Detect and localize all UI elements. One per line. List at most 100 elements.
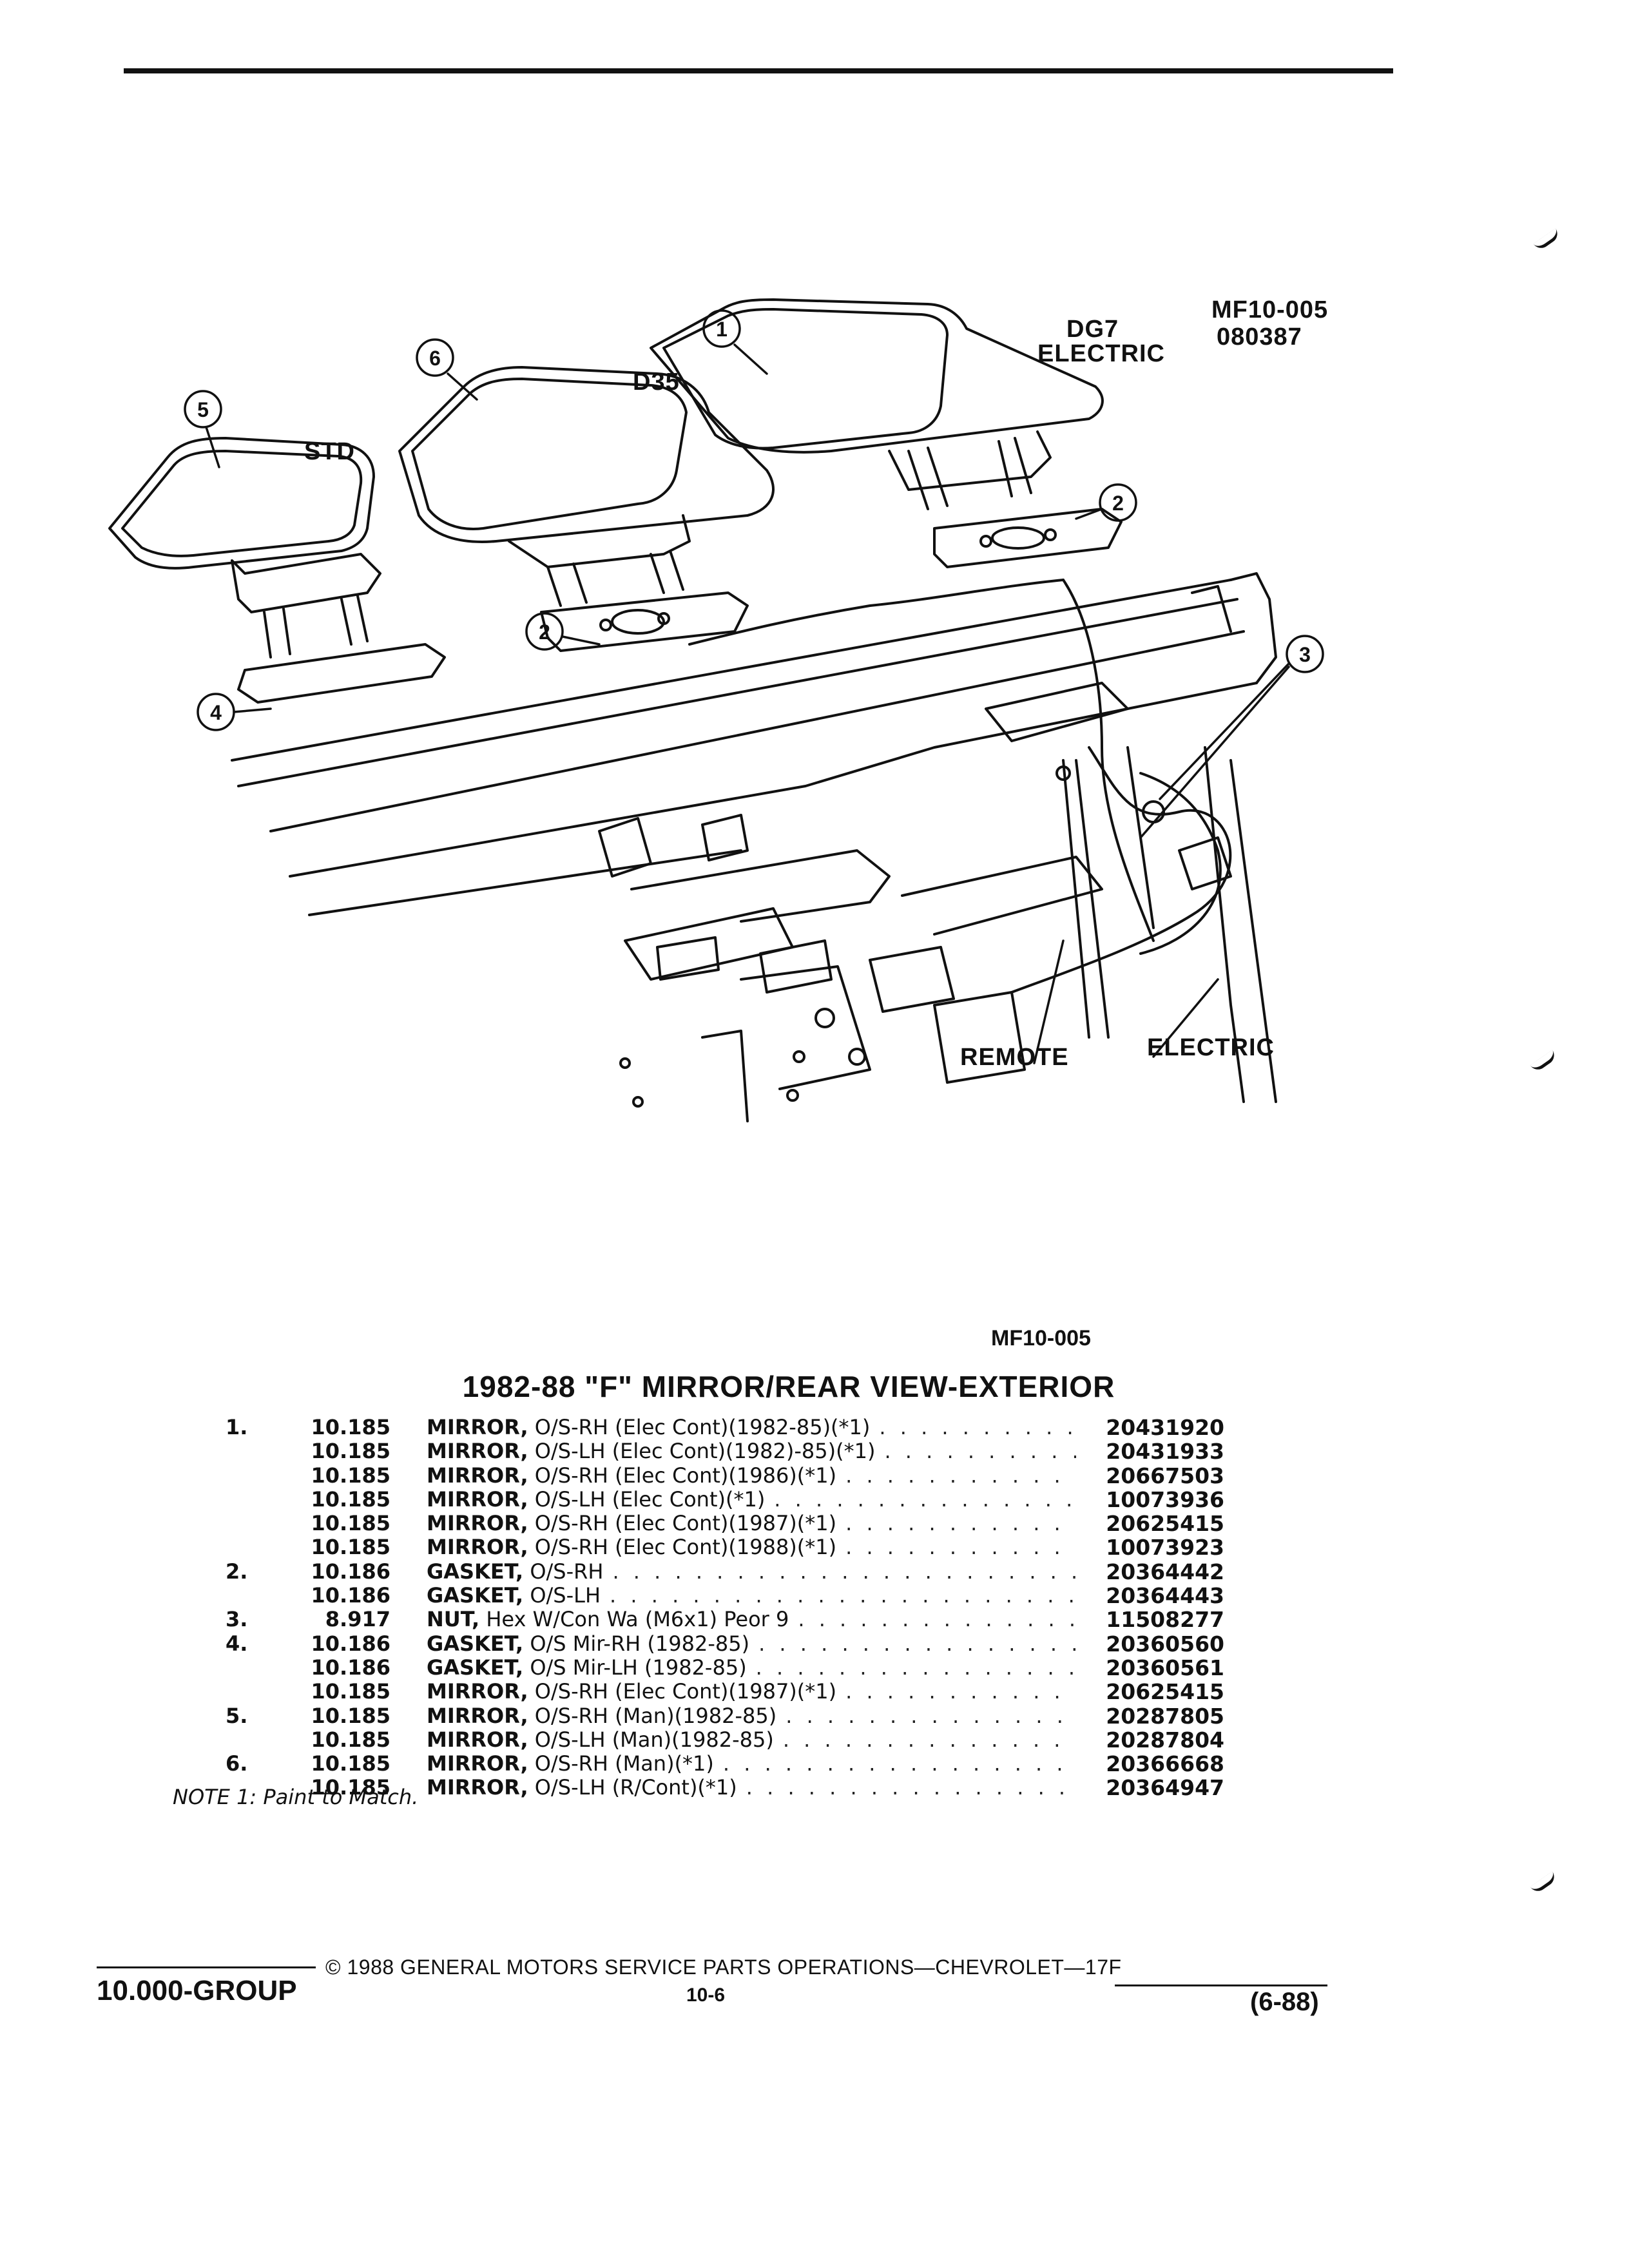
- group-number: 10.186: [311, 1583, 390, 1608]
- part-detail: O/S-LH (R/Cont)(*1): [528, 1776, 737, 1800]
- part-detail: O/S-RH (Elec Cont)(1987)(*1): [528, 1680, 837, 1704]
- label-electric-bottom: ELECTRIC: [1147, 1034, 1275, 1061]
- group-number: 10.186: [311, 1655, 390, 1680]
- part-detail: O/S-RH (Man)(*1): [528, 1752, 714, 1776]
- leader-dots: . . . . . . . . . . . . . . . . . . . . …: [786, 1704, 1076, 1728]
- group-number: 8.917: [325, 1607, 390, 1632]
- label-dg7: DG7: [1066, 316, 1119, 343]
- part-description: GASKET, O/S Mir-LH (1982-85) . . . . . .…: [427, 1656, 1076, 1680]
- cable-harness: [688, 579, 1232, 994]
- part-name: MIRROR,: [427, 1776, 528, 1800]
- callout-numbers: 1 6 5 2 2 3 4: [197, 318, 1311, 724]
- mirror-assembly-drawing: 1 6 5 2 2 3 4: [108, 298, 1324, 1122]
- footer-copyright: © 1988 GENERAL MOTORS SERVICE PARTS OPER…: [325, 1956, 1122, 1979]
- label-remote: REMOTE: [960, 1044, 1069, 1071]
- part-description: MIRROR, O/S-LH (Man)(1982-85) . . . . . …: [427, 1728, 1076, 1752]
- label-electric-top: ELECTRIC: [1037, 340, 1165, 367]
- part-name: MIRROR,: [427, 1463, 528, 1488]
- svg-text:6: 6: [429, 347, 441, 370]
- leader-dots: . . . . . . . . . . . . . . . . . . . . …: [610, 1584, 1076, 1608]
- label-d35: D35: [633, 369, 680, 396]
- part-number: 20625415: [1106, 1679, 1224, 1705]
- part-number: 20364947: [1106, 1775, 1224, 1801]
- label-std: STD: [304, 438, 355, 465]
- parts-row: 10.185 MIRROR, O/S-LH (Man)(1982-85) . . …: [180, 1727, 1224, 1752]
- part-description: MIRROR, O/S-LH (R/Cont)(*1) . . . . . . …: [427, 1776, 1076, 1800]
- part-detail: O/S-LH (Elec Cont)(*1): [528, 1487, 766, 1512]
- parts-diagram: 1 6 5 2 2 3 4 STD D35 DG7 ELECTRIC MF10-…: [97, 296, 1340, 1147]
- part-description: MIRROR, O/S-RH (Elec Cont)(1987)(*1) . .…: [427, 1512, 1076, 1535]
- leader-dots: . . . . . . . . . . . . . . . . . . . . …: [782, 1727, 1076, 1752]
- part-detail: O/S-LH: [523, 1584, 601, 1608]
- part-number: 20431933: [1106, 1439, 1224, 1465]
- item-number: 2.: [226, 1559, 248, 1584]
- part-number: 20625415: [1106, 1511, 1224, 1537]
- part-name: MIRROR,: [427, 1487, 528, 1512]
- part-detail: O/S-LH (Man)(1982-85): [528, 1727, 774, 1752]
- leader-dots: . . . . . . . . . . . . . . . . . . . . …: [845, 1535, 1076, 1560]
- group-number: 10.185: [311, 1703, 390, 1728]
- footer-date: (6-88): [1250, 1988, 1319, 2016]
- diagram-ref-code: MF10-005: [1211, 296, 1329, 323]
- footer-rule-right: [1115, 1984, 1327, 1986]
- part-number: 20360560: [1106, 1631, 1224, 1657]
- part-description: GASKET, O/S-LH . . . . . . . . . . . . .…: [427, 1584, 1076, 1608]
- leader-dots: . . . . . . . . . . . . . . . . . . . . …: [612, 1559, 1076, 1584]
- group-number: 10.185: [311, 1751, 390, 1776]
- part-number: 20431920: [1106, 1415, 1224, 1440]
- leader-dots: . . . . . . . . . . . . . . . . . . . . …: [845, 1463, 1076, 1488]
- item-number: 5.: [226, 1703, 248, 1728]
- svg-text:4: 4: [210, 701, 222, 724]
- part-description: NUT, Hex W/Con Wa (M6x1) Peor 9 . . . . …: [427, 1608, 1076, 1631]
- item-number: 6.: [226, 1751, 248, 1776]
- group-number: 10.185: [311, 1727, 390, 1752]
- svg-text:3: 3: [1299, 643, 1311, 666]
- leader-dots: . . . . . . . . . . . . . . . . . . . . …: [755, 1655, 1076, 1680]
- part-number: 20364442: [1106, 1559, 1224, 1584]
- part-name: GASKET,: [427, 1631, 524, 1656]
- margin-mark: [1530, 1050, 1558, 1073]
- part-name: GASKET,: [427, 1559, 524, 1584]
- part-number: 20287805: [1106, 1703, 1224, 1729]
- footer-rule-left: [97, 1966, 316, 1968]
- part-description: GASKET, O/S-RH . . . . . . . . . . . . .…: [427, 1560, 1076, 1584]
- group-number: 10.185: [311, 1415, 390, 1439]
- part-description: MIRROR, O/S-RH (Man)(*1) . . . . . . . .…: [427, 1752, 1076, 1776]
- part-description: MIRROR, O/S-RH (Elec Cont)(1988)(*1) . .…: [427, 1535, 1076, 1559]
- part-detail: O/S-RH (Elec Cont)(1982-85)(*1): [528, 1416, 871, 1439]
- part-description: MIRROR, O/S-LH (Elec Cont)(*1) . . . . .…: [427, 1488, 1076, 1512]
- parts-row: 6. 10.185 MIRROR, O/S-RH (Man)(*1) . . . .…: [180, 1752, 1224, 1776]
- part-description: MIRROR, O/S-RH (Elec Cont)(1987)(*1) . .…: [427, 1680, 1076, 1704]
- group-number: 10.185: [311, 1463, 390, 1488]
- part-name: MIRROR,: [427, 1752, 528, 1776]
- leader-dots: . . . . . . . . . . . . . . . . . . . . …: [798, 1608, 1076, 1632]
- part-name: MIRROR,: [427, 1535, 528, 1560]
- part-name: NUT,: [427, 1608, 480, 1632]
- door-frame-lines: [231, 572, 1277, 916]
- group-number: 10.185: [311, 1486, 390, 1512]
- item-number: 3.: [226, 1607, 248, 1632]
- part-description: MIRROR, O/S-RH (Elec Cont)(1982-85)(*1) …: [427, 1416, 1076, 1439]
- part-name: MIRROR,: [427, 1680, 528, 1704]
- part-description: MIRROR, O/S-LH (Elec Cont)(1982)-85)(*1)…: [427, 1439, 1076, 1463]
- part-description: GASKET, O/S Mir-RH (1982-85) . . . . . .…: [427, 1632, 1076, 1656]
- part-number: 20364443: [1106, 1583, 1224, 1609]
- footer-group: 10.000-GROUP: [97, 1975, 297, 2006]
- part-detail: O/S-RH (Man)(1982-85): [528, 1704, 777, 1728]
- diagram-ref-date: 080387: [1217, 323, 1302, 351]
- part-number: 20366668: [1106, 1751, 1224, 1777]
- part-number: 11508277: [1106, 1607, 1224, 1633]
- part-detail: O/S Mir-LH (1982-85): [523, 1655, 747, 1680]
- group-number: 10.186: [311, 1631, 390, 1656]
- parts-row: 10.185 MIRROR, O/S-LH (Elec Cont)(*1) . .…: [180, 1486, 1224, 1512]
- svg-text:2: 2: [539, 620, 550, 644]
- part-number: 10073923: [1106, 1535, 1224, 1561]
- svg-text:2: 2: [1112, 492, 1124, 515]
